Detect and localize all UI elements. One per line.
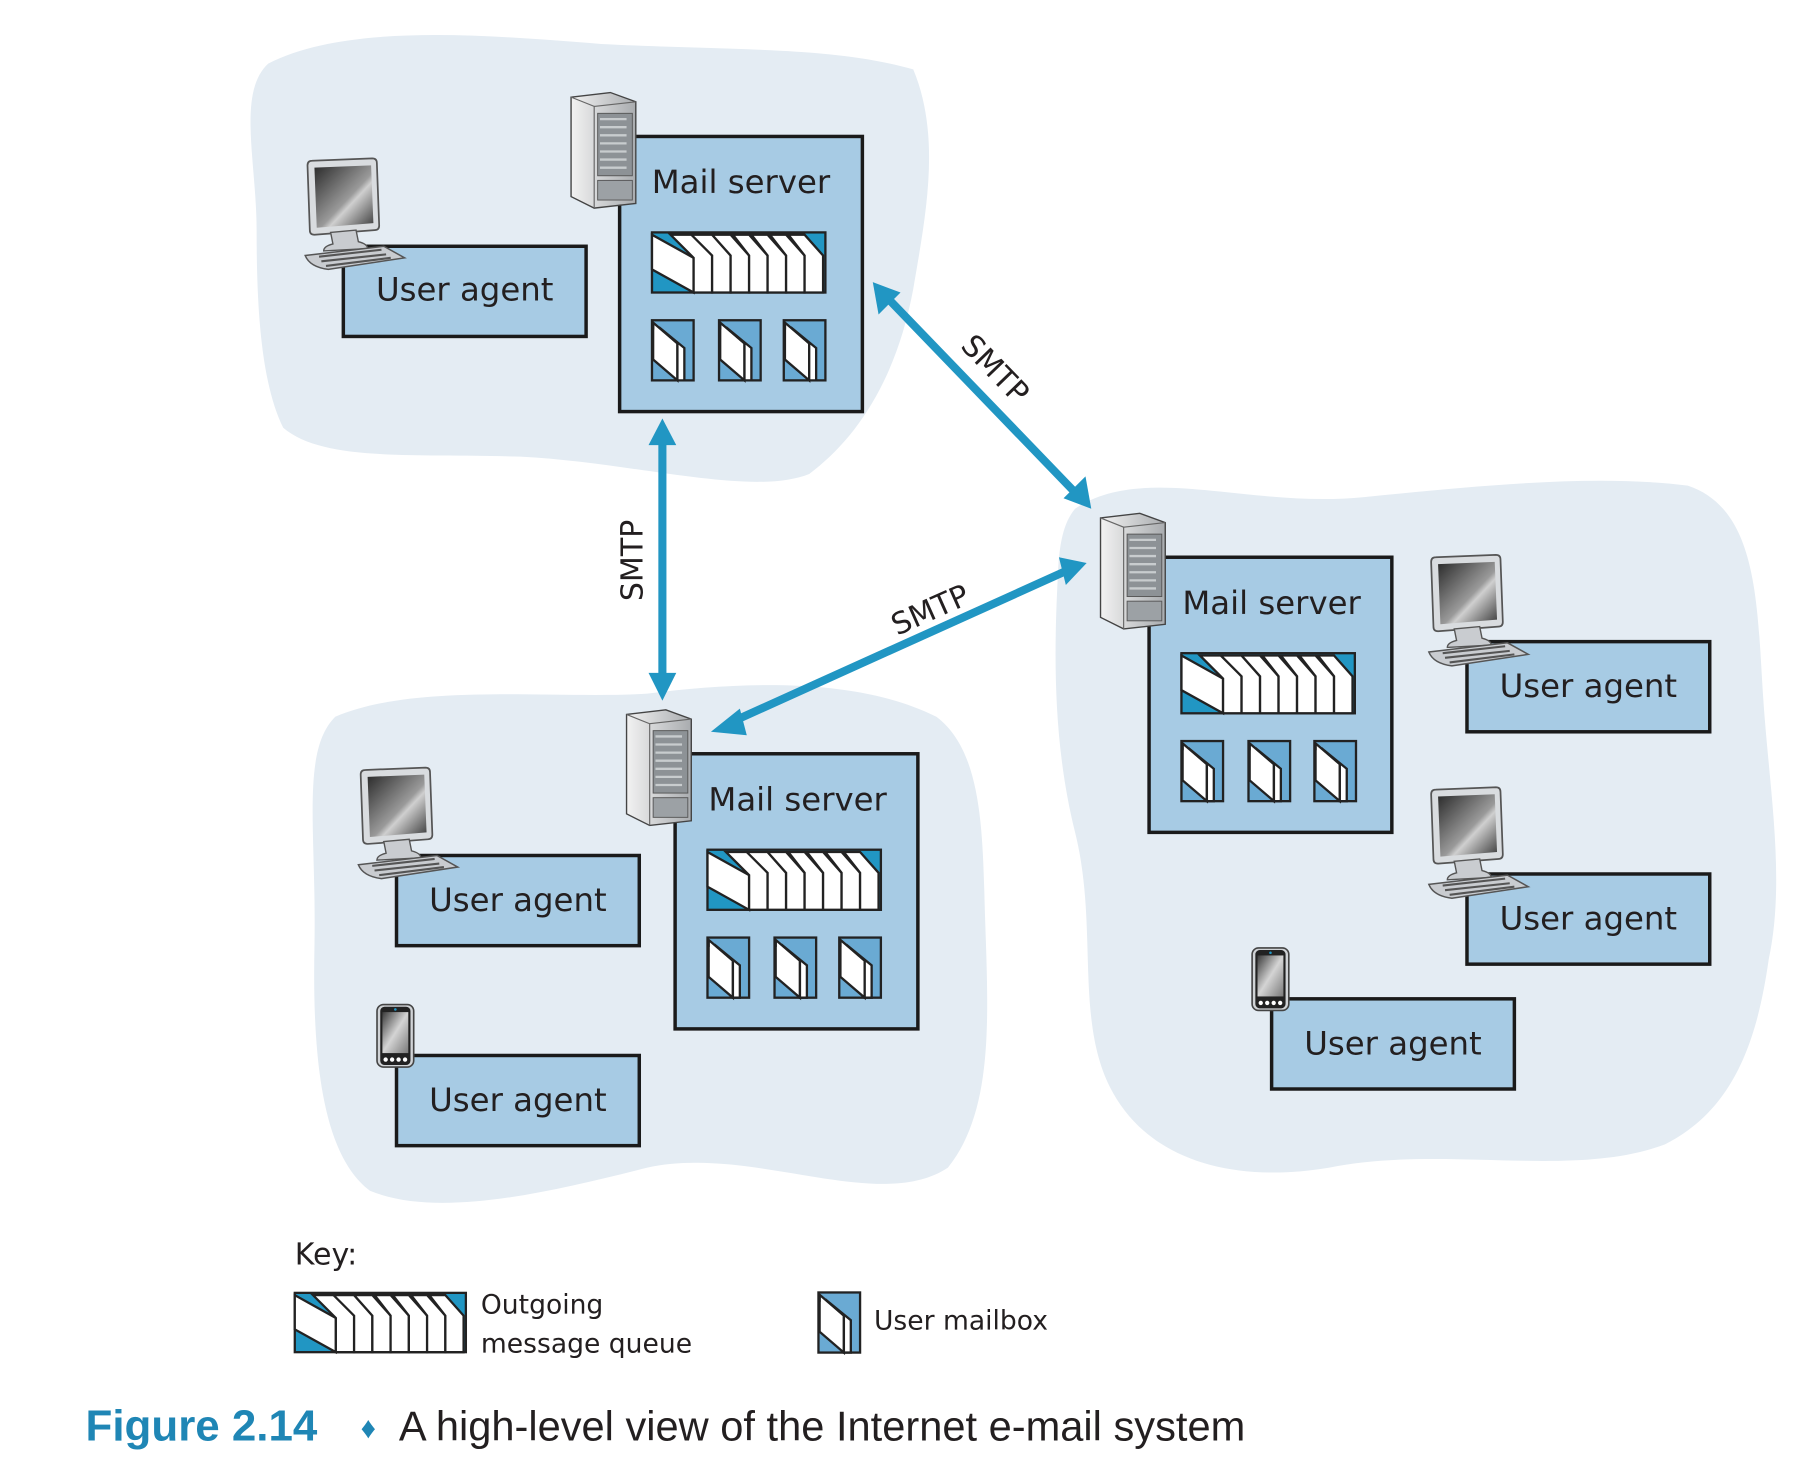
mail-server-top: Mail server <box>617 134 865 414</box>
user-agent-label: User agent <box>1500 667 1678 705</box>
legend-queue-label-line1: Outgoing <box>481 1289 603 1320</box>
user-mailbox-icon <box>706 936 751 999</box>
user-mailbox-icon <box>1313 739 1358 803</box>
figure-caption: Figure 2.14 ♦ A high-level view of the I… <box>86 1401 1246 1450</box>
user-mailbox-icon <box>817 1291 862 1354</box>
caption-text: A high-level view of the Internet e-mail… <box>399 1402 1245 1449</box>
outgoing-queue-icon <box>293 1291 468 1354</box>
server-tower-icon <box>625 708 693 827</box>
user-agent-label: User agent <box>429 1081 607 1119</box>
legend-title: Key: <box>295 1238 357 1273</box>
smtp-link-top-right <box>872 282 1092 509</box>
user-mailbox-icon <box>650 319 695 382</box>
server-tower-icon <box>569 91 637 210</box>
server-tower-icon <box>1099 512 1167 631</box>
user-agent-bottom-left-2: User agent <box>394 1053 642 1148</box>
smtp-label-vertical: SMTP <box>616 520 651 601</box>
user-mailbox-icon <box>782 319 827 382</box>
mail-server-label: Mail server <box>652 163 831 201</box>
figure-number: Figure 2.14 <box>86 1401 318 1450</box>
outgoing-queue-icon <box>706 848 883 911</box>
user-agent-right-3: User agent <box>1269 997 1517 1091</box>
mail-server-label: Mail server <box>708 780 887 818</box>
legend-mailbox-label: User mailbox <box>874 1305 1048 1336</box>
mail-server-bottom-left: Mail server <box>673 752 920 1031</box>
user-mailbox-icon <box>838 936 883 999</box>
legend: Key: Outgoing message queue User mailbox <box>293 1238 1048 1360</box>
caption-separator: ♦ <box>361 1412 376 1445</box>
user-mailbox-icon <box>717 319 762 382</box>
user-agent-label: User agent <box>429 881 607 919</box>
smartphone-icon <box>376 1003 415 1068</box>
legend-queue-label-line2: message queue <box>481 1329 692 1360</box>
smtp-link-top-bottom <box>648 418 677 701</box>
user-agent-label: User agent <box>376 271 554 309</box>
user-mailbox-icon <box>1247 739 1292 803</box>
user-agent-label: User agent <box>1304 1024 1482 1062</box>
smartphone-icon <box>1251 947 1290 1012</box>
user-agent-label: User agent <box>1500 899 1678 937</box>
outgoing-queue-icon <box>1180 652 1357 715</box>
smtp-link-bottom-right <box>710 557 1087 736</box>
mail-server-label: Mail server <box>1182 584 1361 622</box>
user-mailbox-icon <box>773 936 818 999</box>
outgoing-queue-icon <box>650 231 827 294</box>
mail-server-right: Mail server <box>1147 555 1394 835</box>
user-mailbox-icon <box>1180 739 1225 803</box>
smtp-label-top-right: SMTP <box>954 328 1036 411</box>
